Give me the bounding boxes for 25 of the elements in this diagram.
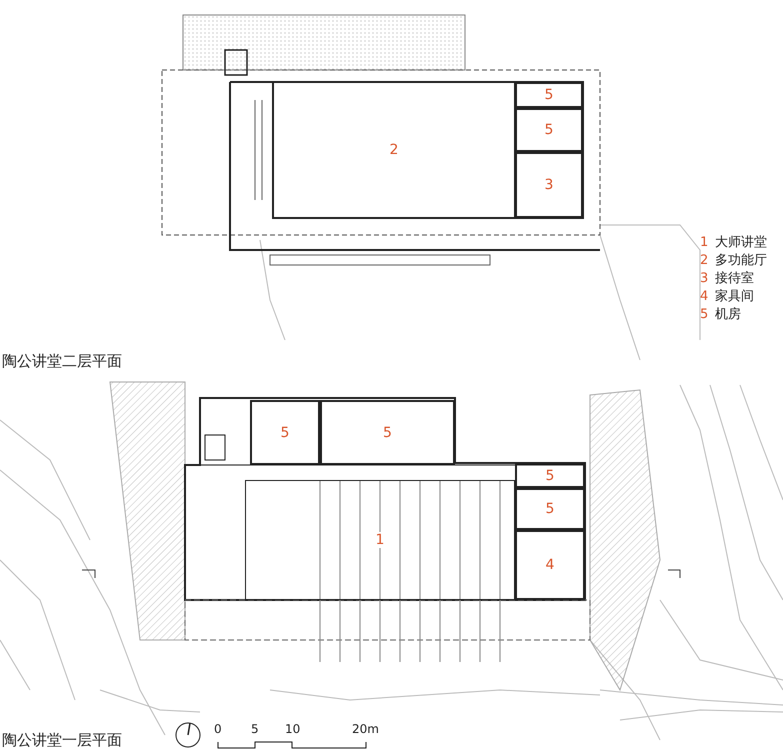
- plan-title: 陶公讲堂二层平面: [2, 354, 122, 369]
- legend-text: 大师讲堂: [715, 236, 767, 249]
- legend-text: 接待室: [715, 272, 754, 285]
- room-outline: [515, 488, 585, 530]
- room-outline: [515, 530, 585, 600]
- room-outline: [515, 108, 583, 152]
- scale-label: 0: [214, 723, 222, 735]
- room-outline: [515, 463, 585, 488]
- room-outline: [250, 400, 320, 465]
- room-outline: [320, 400, 455, 465]
- room-outline: [245, 480, 515, 600]
- legend-number: 2: [700, 254, 708, 267]
- room-outline: [515, 82, 583, 108]
- legend-text: 家具间: [715, 290, 754, 303]
- legend-number: 3: [700, 272, 708, 285]
- scale-label: 20m: [352, 723, 379, 735]
- scale-label: 5: [251, 723, 259, 735]
- plan-title: 陶公讲堂一层平面: [2, 733, 122, 748]
- legend-number: 1: [700, 236, 708, 249]
- legend-number: 5: [700, 308, 708, 321]
- legend-text: 多功能厅: [715, 254, 767, 267]
- legend-text: 机房: [715, 308, 741, 321]
- room-outline: [515, 152, 583, 218]
- legend-number: 4: [700, 290, 708, 303]
- scale-label: 10: [285, 723, 300, 735]
